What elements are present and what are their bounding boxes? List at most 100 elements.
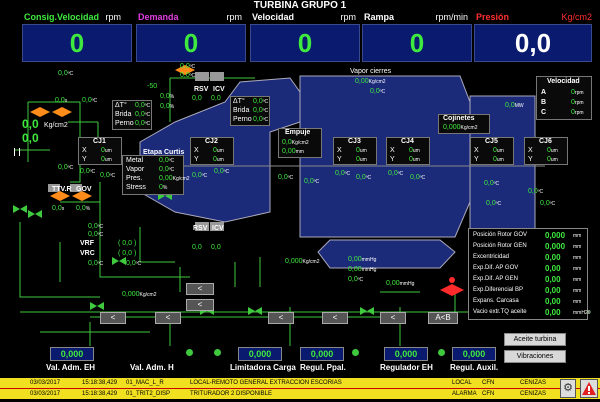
perno2-value: 0,0ºC — [253, 116, 269, 123]
regul-auxil-value: 0,000 — [452, 347, 496, 361]
cj6-x-value: 0um — [547, 147, 558, 154]
cj2-t1: 0,0ºC — [192, 172, 208, 179]
cj4-t2: 0,0ºC — [410, 174, 426, 181]
cj6-x-label: X — [528, 147, 533, 154]
cj3-y-label: Y — [337, 156, 342, 163]
regul-ppal-value: 0,000 — [300, 347, 344, 361]
aceite-turbina-button[interactable]: Aceite turbina — [504, 333, 566, 346]
regulador-eh-label: Regulador EH — [380, 363, 433, 372]
consig-label: Consig.Velocidad — [24, 12, 100, 22]
vapor-label: Vapor — [126, 166, 145, 173]
position-row-value: 0,000 — [545, 231, 566, 240]
position-row-label: Posición Rotor GOV — [473, 232, 528, 238]
alarm-row-1[interactable]: 03/03/2017 15:18:38,429 01_MAC_L_R LOCAL… — [0, 378, 600, 388]
alarm-valve-icon — [440, 277, 464, 296]
cj2-y-label: Y — [194, 156, 199, 163]
position-row-unit: mm — [573, 266, 582, 272]
alarm-2-state: ALARMA — [452, 391, 477, 397]
empuje-t2: 0,0ºC — [304, 178, 320, 185]
alarm-2-area: CENIZAS — [520, 391, 547, 397]
valve-shapes — [48, 72, 224, 231]
cj4-panel: CJ4 X 0um Y 0um — [386, 137, 430, 165]
turbine-lp-casing — [299, 75, 471, 238]
selector-1[interactable]: < — [186, 283, 214, 295]
icv-bottom-label: ICV — [212, 225, 224, 232]
presion-value: 0,0 — [474, 24, 592, 62]
regulador-eh-value: 0,000 — [384, 347, 428, 361]
selector-5[interactable]: < — [268, 312, 294, 324]
selector-4[interactable]: < — [155, 312, 181, 324]
empuje-v1: 0,0Kg/cm2 — [282, 139, 309, 146]
gear-icon[interactable]: ⚙ — [560, 379, 576, 398]
velocidad-unit: rpm — [340, 12, 357, 22]
top-mid-neg: -50 — [147, 83, 158, 90]
limitadora-label: Limitadora Carga — [230, 363, 296, 372]
vrf-value: ( 0,0 ) — [118, 240, 137, 247]
cj5-y-value: 0um — [493, 156, 504, 163]
selector-2[interactable]: < — [186, 299, 214, 311]
delta2-value: 0,0ºC — [253, 98, 269, 105]
presion-label: Presión — [476, 12, 510, 22]
val-adm-h-indicator — [186, 349, 193, 356]
position-row-unit: mm — [573, 233, 582, 239]
rampa-unit: rpm/min — [435, 12, 468, 22]
cj2-panel: CJ2 X 0um Y 0um — [190, 137, 234, 165]
position-row-value: 0,00 — [545, 264, 561, 273]
alarm-1-date: 03/03/2017 — [30, 380, 61, 386]
position-row-unit: mm — [573, 299, 582, 305]
left-pressure-big: 0,0 — [22, 117, 39, 131]
left-v3: 0,0ºC — [82, 97, 98, 104]
cj6-title: CJ6 — [539, 138, 552, 145]
cj5-x-label: X — [474, 147, 479, 154]
rampa-header: Rampa rpm/min — [364, 12, 472, 23]
position-row-label: Expans. Carcasa — [473, 298, 519, 304]
delta1-value: 0,0ºC — [135, 102, 151, 109]
consig-unit: rpm — [105, 12, 122, 22]
cj4-x-label: X — [390, 147, 395, 154]
cj1-panel: CJ1 X 0um Y 0um — [78, 137, 122, 165]
vrc-value: ( 0,0 ) — [118, 250, 137, 257]
perno1-value: 0,0ºC — [135, 120, 151, 127]
vel-c-label: C — [541, 109, 547, 116]
left-pressure-big2: 0,0 — [22, 131, 39, 145]
vb2-value: 0,0ºC — [88, 231, 104, 238]
selector-3[interactable]: < — [100, 312, 126, 324]
limitadora-indicator — [214, 349, 221, 356]
alarm-2-time: 15:18:38,429 — [82, 391, 118, 397]
velocidad-label: Velocidad — [252, 12, 295, 22]
position-row-unit: mm — [573, 255, 582, 261]
alarm-2-flag: CFN — [482, 391, 495, 397]
vel-b-value: 0rpm — [571, 99, 584, 106]
condenser — [317, 239, 456, 269]
alarm-row-2[interactable]: 03/03/2017 15:18:38,429 01_TRIT2_DISP TR… — [0, 389, 600, 399]
alarm-triangle-icon[interactable] — [580, 379, 598, 398]
metal-label: Metal — [126, 157, 144, 164]
cj1-y-label: Y — [82, 156, 87, 163]
etapa-panel: Metal 0,0ºC Vapor 0,0ºC Pres. 0,00Kg/cm2… — [122, 155, 190, 195]
check-valves — [13, 192, 374, 315]
position-row-label: Exp.Diferencial BP — [473, 287, 524, 293]
cj4-title: CJ4 — [401, 138, 414, 145]
delta1-label: ΔT° — [115, 102, 127, 109]
delta-box-2: ΔT° 0,0ºC Brida 0,0ºC Perno 0,0ºC — [230, 96, 270, 126]
left-pressure-unit: Kg/cm2 — [44, 122, 68, 129]
selector-6[interactable]: < — [322, 312, 348, 324]
alarm-divider — [0, 388, 600, 389]
brida1-label: Brida — [115, 111, 132, 118]
alarm-2-code: 01_TRIT2_DISP — [126, 391, 171, 397]
cj3-x-value: 0um — [356, 147, 367, 154]
icv-bottom-value: 0,0 — [211, 244, 221, 251]
consig-header: Consig.Velocidad rpm — [24, 12, 132, 23]
selector-7[interactable]: < — [380, 312, 406, 324]
vapor-value: 0,0ºC — [159, 166, 175, 173]
presion-unit: Kg/cm2 — [561, 12, 592, 22]
vibraciones-button[interactable]: Vibraciones — [504, 350, 566, 363]
metal-value: 0,0ºC — [159, 157, 175, 164]
mmhg4-value: 0,00mmHg — [386, 280, 415, 287]
position-row-value: 0,000 — [545, 242, 566, 251]
axb-selector[interactable]: A<B — [428, 312, 458, 324]
icv-top-label: ICV — [213, 86, 225, 93]
